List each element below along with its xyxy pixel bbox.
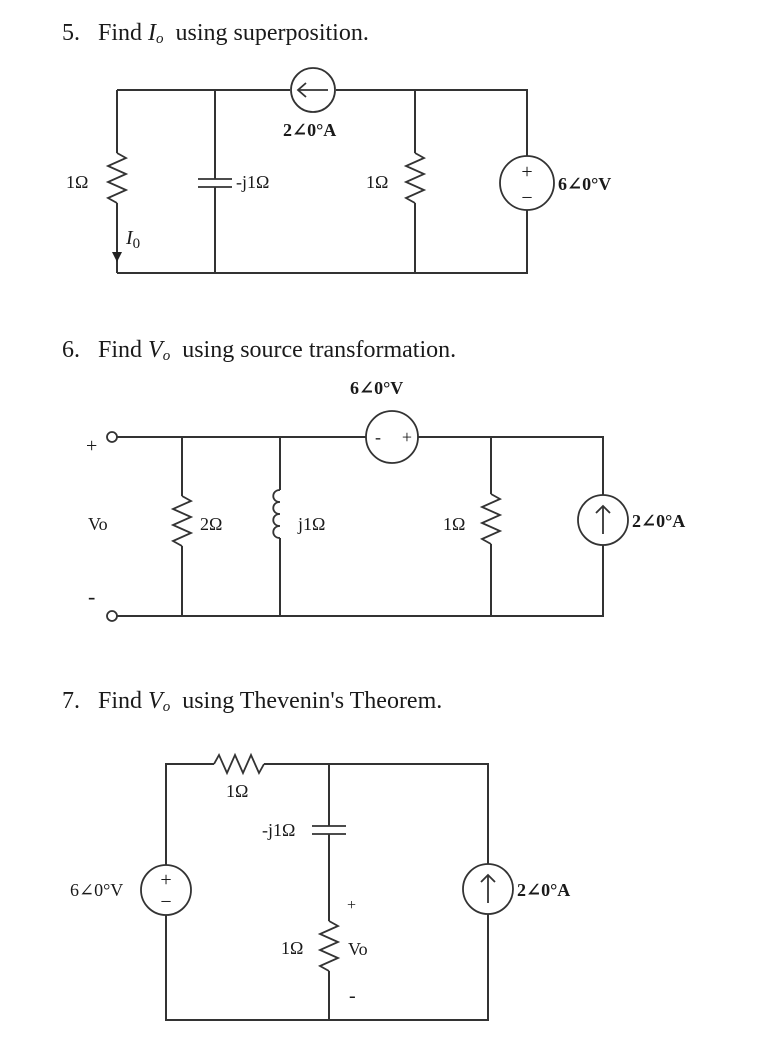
- label-resistor-bottom: 1Ω: [281, 938, 303, 958]
- source-minus-sign: −: [160, 891, 171, 913]
- resistor-bottom: [317, 920, 341, 972]
- method-text: using superposition.: [175, 20, 369, 46]
- label-voltage-source: 6∠0°V: [558, 174, 611, 194]
- terminal-top: [106, 431, 118, 443]
- label-current-source: 2∠0°A: [517, 880, 570, 900]
- source-minus-sign: −: [521, 187, 532, 209]
- resistor-middle: [403, 152, 427, 204]
- resistor-left: [105, 152, 129, 204]
- find-word: Find: [98, 688, 143, 714]
- label-inductor: j1Ω: [297, 514, 325, 534]
- arrow-head: [480, 873, 496, 883]
- terminal-bottom: [106, 610, 118, 622]
- label-resistor-left: 1Ω: [66, 172, 88, 192]
- label-voltage-source: 6∠0°V: [70, 880, 123, 900]
- variable-subscript: o: [162, 699, 171, 715]
- wire: [117, 210, 528, 274]
- problem-7-title: 7. Find Vo using Thevenin's Theorem.: [62, 688, 442, 716]
- voltage-source: [499, 155, 555, 211]
- problem-6-title: 6. Find Vo using source transformation.: [62, 337, 456, 365]
- label-resistor-middle: 1Ω: [366, 172, 388, 192]
- source-minus-sign: -: [375, 427, 381, 447]
- label-plus: +: [347, 897, 356, 914]
- label-capacitor: -j1Ω: [236, 172, 269, 192]
- find-word: Find: [98, 20, 143, 46]
- wire: [165, 763, 214, 866]
- wire: [418, 436, 604, 495]
- resistor-1-ohm: [479, 493, 503, 545]
- wire: [117, 545, 604, 617]
- arrow-head: [595, 504, 611, 514]
- source-plus-sign: +: [160, 869, 171, 891]
- label-minus: -: [88, 584, 95, 609]
- circuit-7: + − 1Ω -j1Ω 6∠0°V 2∠0°A 1Ω Vo + -: [70, 752, 570, 1021]
- method-text: using source transformation.: [182, 337, 457, 363]
- problem-number: 7.: [62, 688, 80, 714]
- variable-subscript: o: [156, 31, 164, 47]
- voltage-source: [140, 864, 192, 916]
- label-io: I0: [125, 227, 140, 252]
- label-resistor-top: 1Ω: [226, 781, 248, 801]
- variable-letter: V: [148, 337, 163, 363]
- wire: [165, 914, 489, 1021]
- label-voltage-source: 6∠0°V: [350, 378, 403, 398]
- label-resistor-2-ohm: 2Ω: [200, 514, 222, 534]
- problem-number: 6.: [62, 337, 80, 363]
- variable-letter: V: [148, 688, 163, 714]
- inductor: [272, 489, 281, 539]
- circuit-5: + − 1Ω -j1Ω 1Ω 2∠0°A 6∠0°V I0: [66, 67, 611, 274]
- label-current-source: 2∠0°A: [632, 511, 685, 531]
- label-plus: +: [86, 435, 97, 457]
- wire: [264, 763, 489, 864]
- wire: [336, 89, 528, 156]
- label-current-source: 2∠0°A: [283, 120, 336, 140]
- label-vo: Vo: [348, 939, 368, 959]
- problem-5-title: 5. Find Io using superposition.: [62, 20, 369, 48]
- label-resistor-1-ohm: 1Ω: [443, 514, 465, 534]
- variable-subscript: o: [162, 348, 171, 364]
- source-plus-sign: +: [402, 427, 412, 447]
- method-text: using Thevenin's Theorem.: [182, 688, 443, 714]
- current-arrow: [112, 252, 122, 262]
- resistor-2-ohm: [170, 495, 194, 547]
- arrow-head: [296, 82, 307, 98]
- voltage-source: [365, 410, 419, 464]
- find-word: Find: [98, 337, 143, 363]
- circuit-6: - + 6∠0°V Vo + - 2Ω j1Ω 1Ω 2∠0°A: [86, 378, 685, 622]
- label-vo: Vo: [88, 514, 108, 534]
- label-capacitor: -j1Ω: [262, 820, 295, 840]
- source-plus-sign: +: [521, 161, 532, 183]
- variable-letter: I: [148, 20, 157, 46]
- problem-number: 5.: [62, 20, 80, 46]
- label-minus: -: [349, 985, 356, 1007]
- resistor-top: [213, 752, 265, 776]
